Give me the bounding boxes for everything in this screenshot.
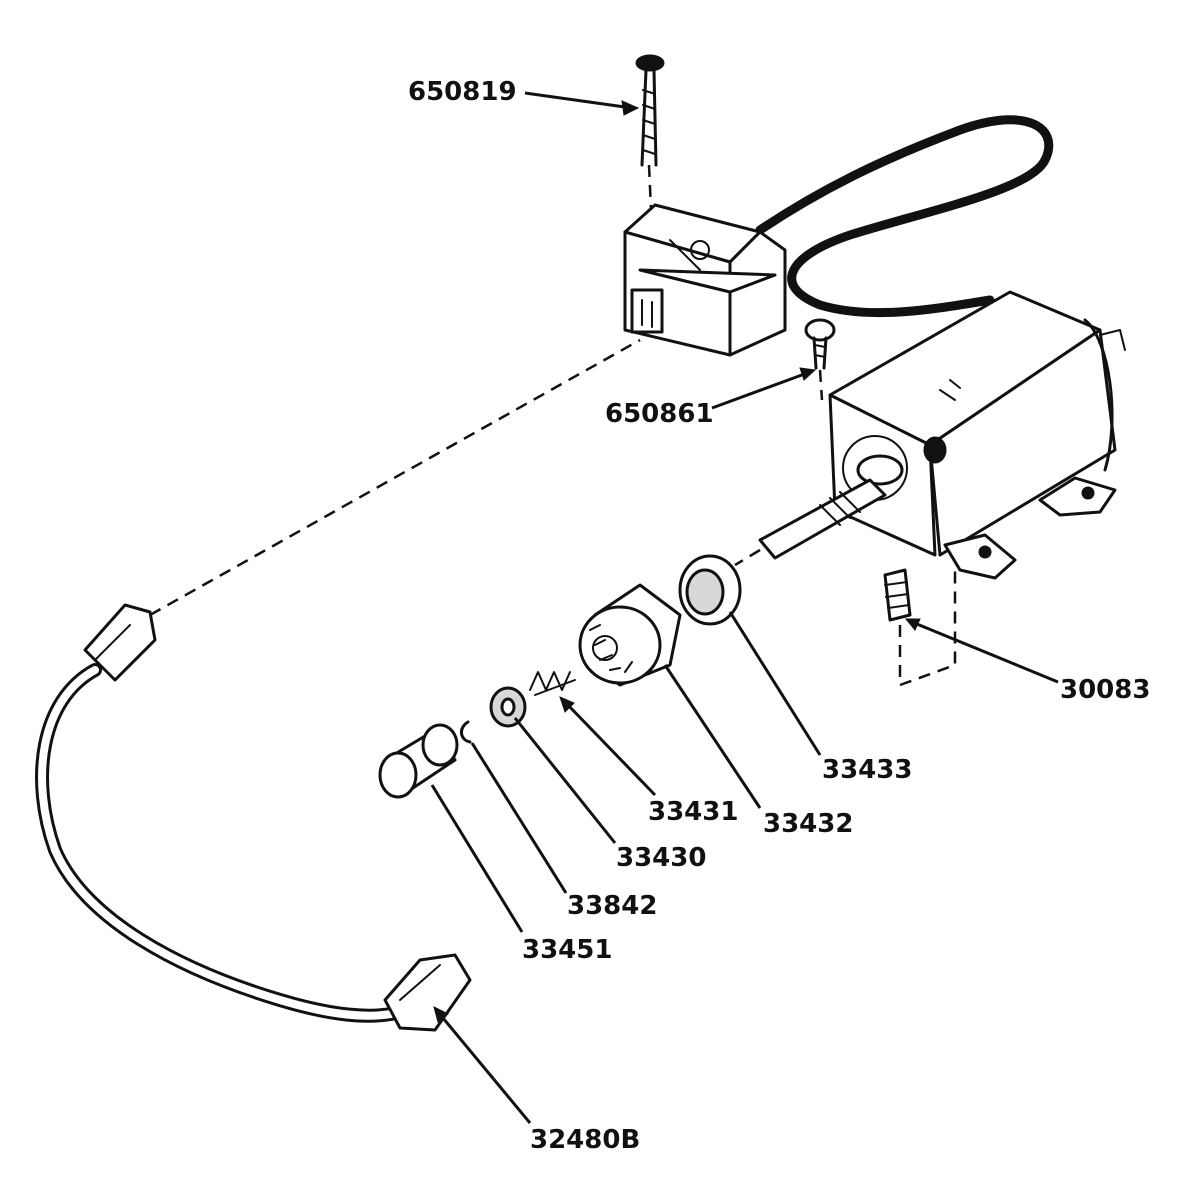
label-33431: 33431 bbox=[648, 797, 738, 827]
retaining-ring-33842-icon bbox=[460, 720, 472, 744]
label-33433: 33433 bbox=[822, 755, 912, 785]
label-650861: 650861 bbox=[605, 399, 714, 429]
pinion-gear-33432-icon bbox=[578, 583, 682, 687]
leader-lines bbox=[430, 91, 1059, 1124]
cup-33433-icon bbox=[678, 554, 742, 626]
screw-650819-icon bbox=[635, 54, 665, 211]
motor-power-cord bbox=[755, 115, 1054, 318]
washer-33430-icon bbox=[489, 686, 527, 728]
label-33430: 33430 bbox=[616, 843, 706, 873]
label-33432: 33432 bbox=[763, 809, 853, 839]
starter-motor bbox=[828, 290, 1126, 580]
label-650819: 650819 bbox=[408, 77, 517, 107]
motor-shaft bbox=[734, 478, 887, 567]
extension-cord-32480B bbox=[35, 338, 641, 1032]
switch-box bbox=[623, 203, 787, 357]
cap-33451-icon bbox=[378, 723, 459, 799]
part-labels: 650819 650861 30083 33433 33432 33431 33… bbox=[408, 77, 1150, 1155]
screw-650861-icon bbox=[804, 318, 836, 401]
spring-33431-icon bbox=[529, 671, 576, 696]
label-30083: 30083 bbox=[1060, 675, 1150, 705]
fitting-30083-icon bbox=[883, 568, 957, 687]
label-32480B: 32480B bbox=[530, 1125, 640, 1155]
label-33451: 33451 bbox=[522, 935, 612, 965]
label-33842: 33842 bbox=[567, 891, 657, 921]
